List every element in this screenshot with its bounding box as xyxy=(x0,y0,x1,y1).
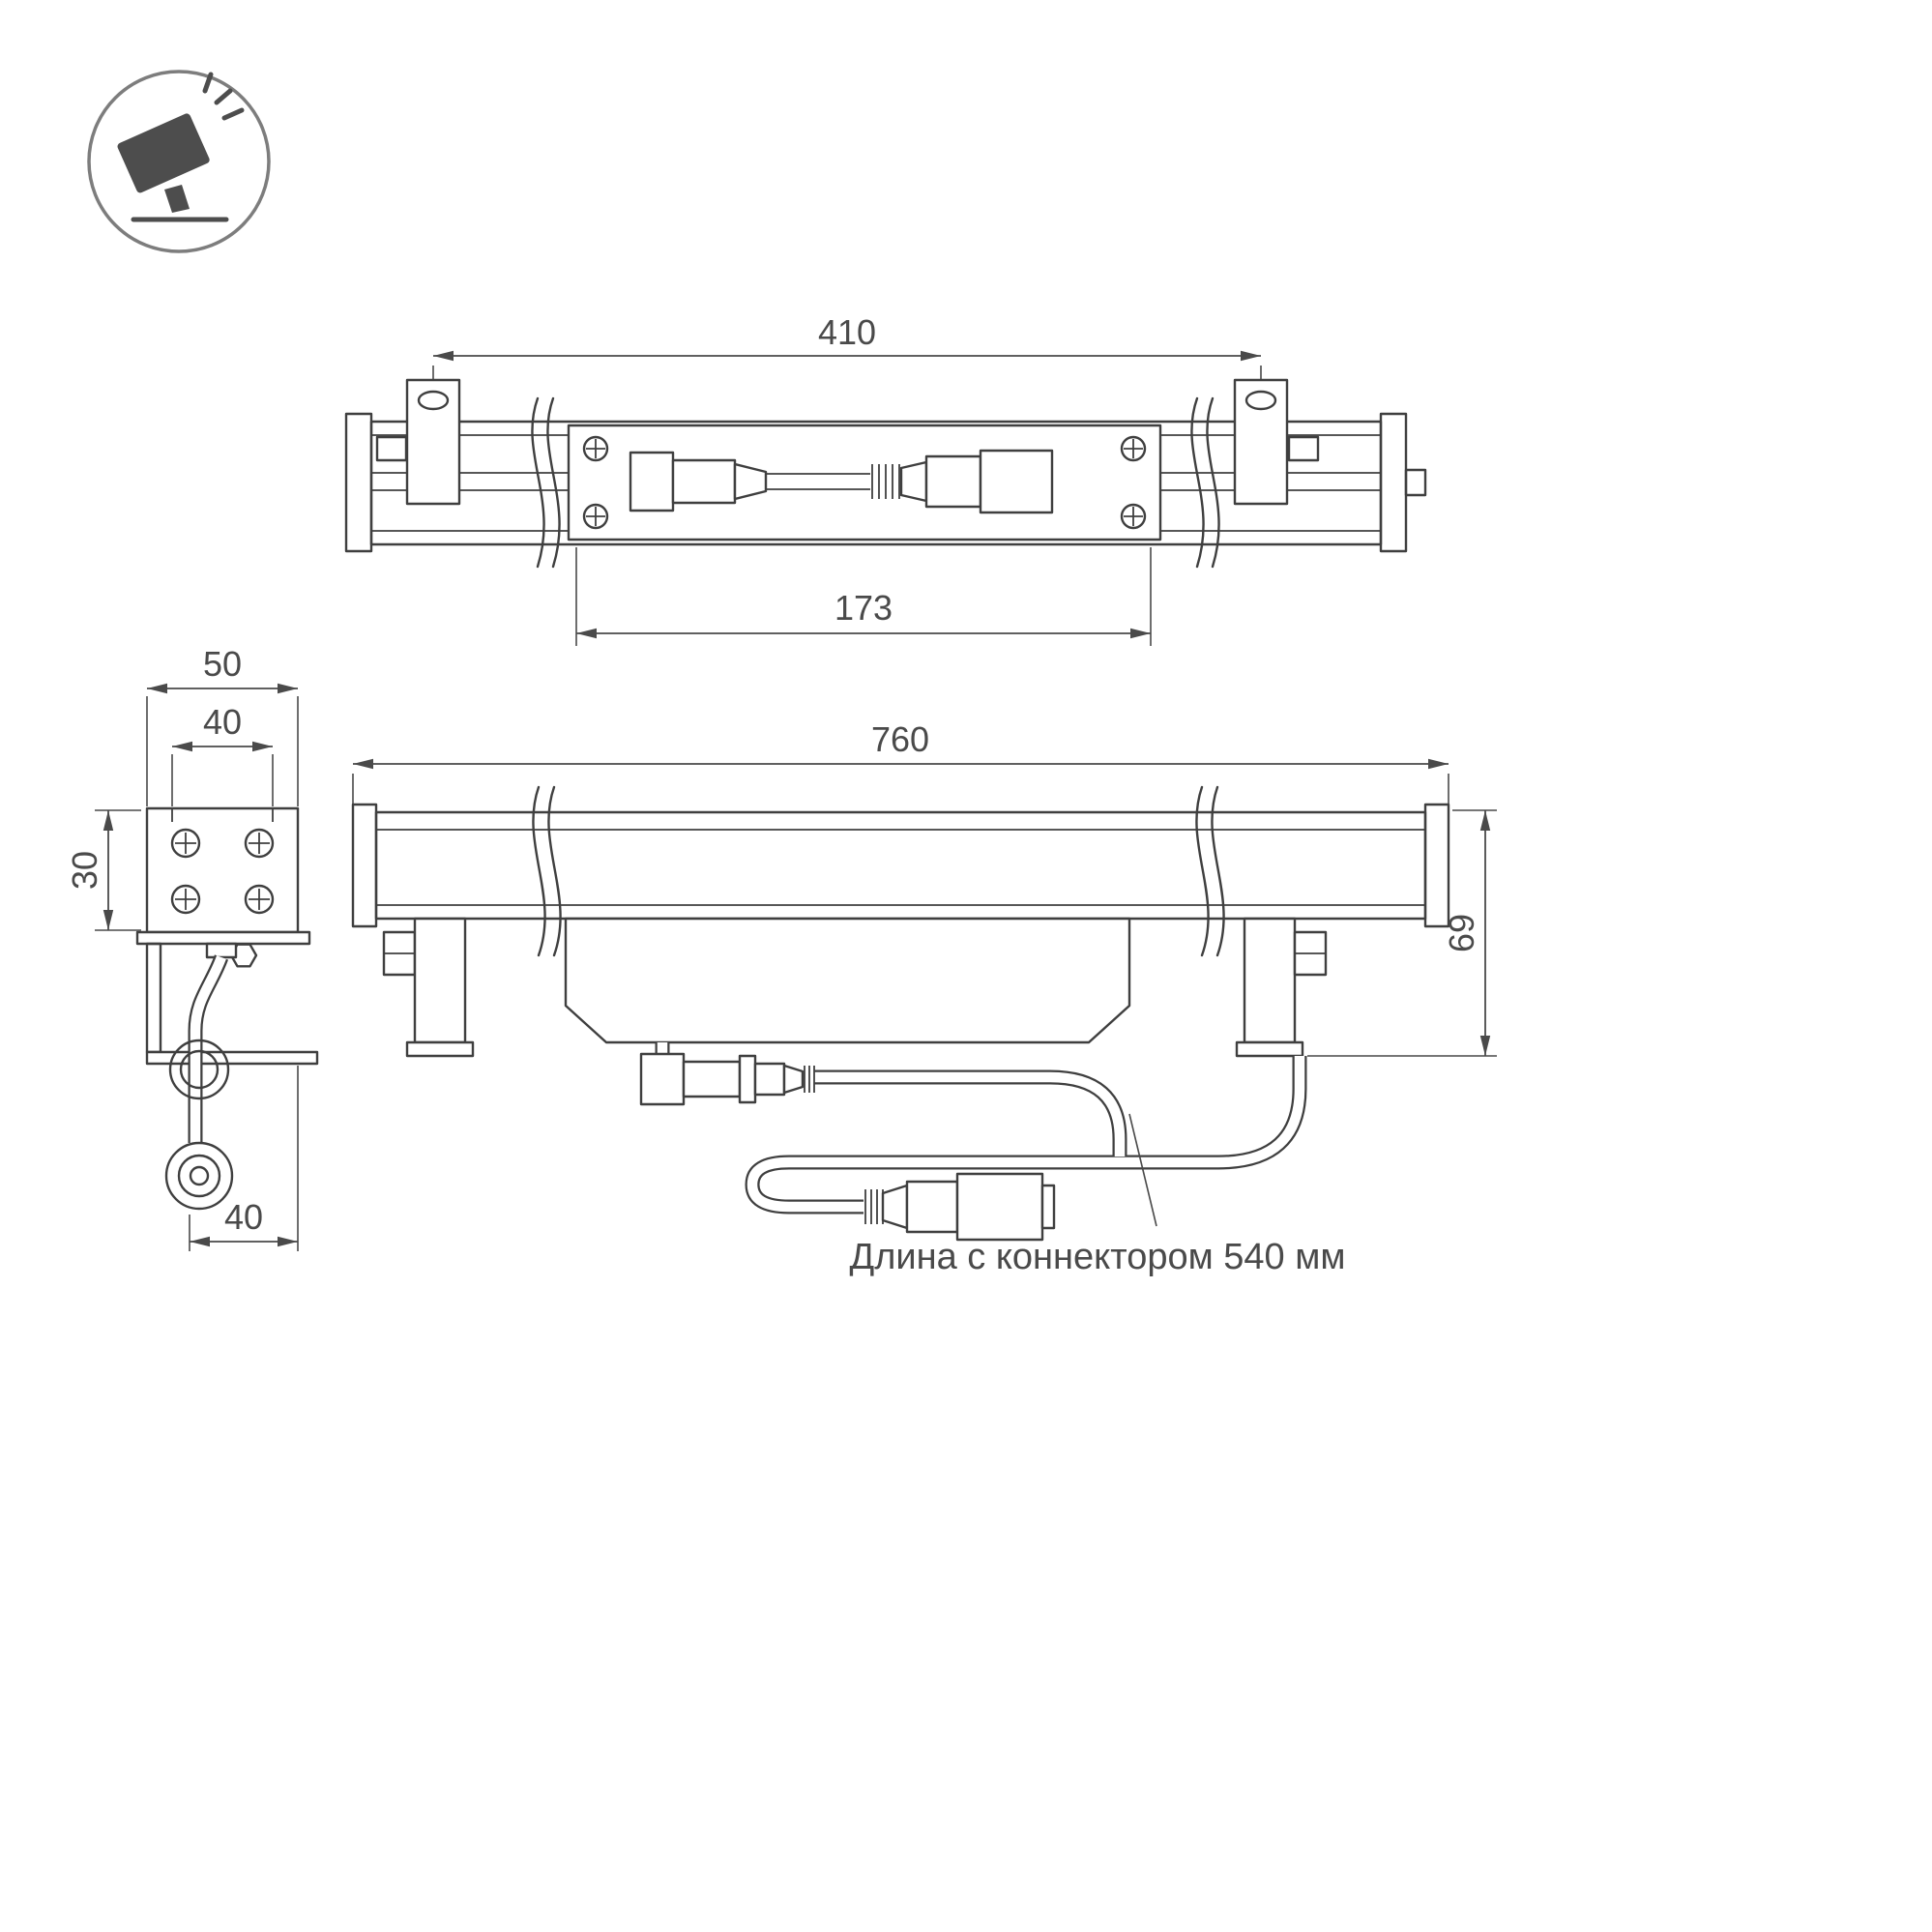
profile-body xyxy=(369,420,1383,546)
end-cap-right xyxy=(1423,803,1450,928)
icon-stand xyxy=(164,185,190,213)
dim-40-top-label: 40 xyxy=(203,702,242,742)
connector-end xyxy=(164,1141,234,1211)
connector-taper xyxy=(782,1064,805,1095)
bracket-slot xyxy=(1244,390,1277,411)
dimension-30: 30 xyxy=(65,809,141,931)
bracket-slot xyxy=(417,390,450,411)
hex-nut xyxy=(229,943,258,968)
dimension-40-bottom: 40 xyxy=(189,1066,299,1251)
dim-30-label: 30 xyxy=(65,851,104,890)
floodlight-icon xyxy=(87,70,271,253)
dimension-760: 760 xyxy=(352,719,1449,806)
clamp-plate xyxy=(135,930,311,946)
dim-69-label: 69 xyxy=(1442,914,1481,952)
connector-taper xyxy=(733,462,768,501)
screw xyxy=(170,828,201,859)
front-bracket-right xyxy=(1235,917,1328,1058)
icon-lamp-body xyxy=(117,113,210,193)
end-cap-right xyxy=(1379,412,1408,553)
screw xyxy=(582,503,609,530)
connector-body xyxy=(671,458,737,505)
connector-block xyxy=(629,451,675,512)
cable-gland xyxy=(205,942,238,959)
cable-ring-inner xyxy=(179,1049,220,1090)
screw xyxy=(582,435,609,462)
connector-pair-top xyxy=(629,449,1054,514)
panel-screws xyxy=(582,435,1147,530)
break-lines xyxy=(531,396,1220,569)
cable-pigtail xyxy=(814,1069,1127,1156)
front-bracket-left xyxy=(382,917,475,1058)
bracket-foot xyxy=(1235,1040,1304,1058)
dimension-50: 50 xyxy=(146,644,299,806)
dim-40-bottom-label: 40 xyxy=(224,1197,263,1237)
bracket-arm xyxy=(145,942,162,1054)
top-view: 410 xyxy=(344,312,1427,646)
bracket-plate xyxy=(1243,917,1297,1044)
cable-ring xyxy=(168,1039,230,1100)
connector-body xyxy=(924,454,982,509)
connector-block xyxy=(639,1052,686,1106)
mounting-bracket-right xyxy=(1233,378,1320,506)
bracket-plate xyxy=(413,917,467,1044)
driver-housing xyxy=(564,917,1131,1044)
icon-light-ray xyxy=(214,88,233,105)
side-cable xyxy=(164,954,234,1211)
cable-ribs xyxy=(804,1066,815,1093)
screw xyxy=(1120,503,1147,530)
connector-end-inner xyxy=(177,1154,221,1198)
connector-body xyxy=(753,1062,786,1097)
connector-block xyxy=(955,1172,1044,1242)
connector-body xyxy=(905,1180,959,1234)
dim-760-label: 760 xyxy=(871,719,929,759)
dim-410-label: 410 xyxy=(818,312,876,352)
side-body xyxy=(145,806,300,934)
side-view: 50 40 30 xyxy=(65,644,319,1251)
dim-50-label: 50 xyxy=(203,644,242,684)
cable-ribs xyxy=(871,464,900,499)
front-cables xyxy=(655,1042,1307,1215)
front-view: 760 xyxy=(351,719,1497,1277)
connector-pair-front xyxy=(639,1052,815,1106)
end-connector-front xyxy=(864,1172,1056,1242)
side-bracket xyxy=(135,930,319,1066)
screw xyxy=(1120,435,1147,462)
icon-light-ray xyxy=(221,107,245,121)
icon-circle xyxy=(87,70,271,253)
connector-body xyxy=(682,1060,742,1098)
bracket-foot xyxy=(405,1040,475,1058)
connector-tip xyxy=(1040,1184,1056,1230)
mounting-bracket-left xyxy=(375,378,461,506)
side-screws xyxy=(170,828,275,915)
break-lines xyxy=(532,785,1225,957)
dim-173-label: 173 xyxy=(834,588,893,628)
connector-collar xyxy=(738,1054,757,1104)
caption-connector-length: Длина с коннектором 540 мм xyxy=(850,1237,1346,1277)
end-cap-left xyxy=(344,412,373,553)
icon-light-ray xyxy=(202,72,214,94)
leader-line xyxy=(1128,1113,1157,1227)
connector-end-pin xyxy=(189,1165,210,1186)
dimension-40-top: 40 xyxy=(171,702,274,806)
bracket-clamp xyxy=(375,435,408,462)
dimension-173: 173 xyxy=(575,547,1152,646)
dimension-410: 410 xyxy=(432,312,1262,420)
screw xyxy=(244,828,275,859)
connector-cone xyxy=(899,460,928,503)
cable-ribs xyxy=(864,1189,884,1224)
end-cap-left xyxy=(351,803,378,928)
dimension-69: 69 xyxy=(1307,809,1497,1057)
bracket-clamp xyxy=(1287,435,1320,462)
connector-cone xyxy=(881,1184,909,1230)
screw xyxy=(244,884,275,915)
connector-block xyxy=(979,449,1054,514)
end-bolt xyxy=(1404,468,1427,497)
screw xyxy=(170,884,201,915)
